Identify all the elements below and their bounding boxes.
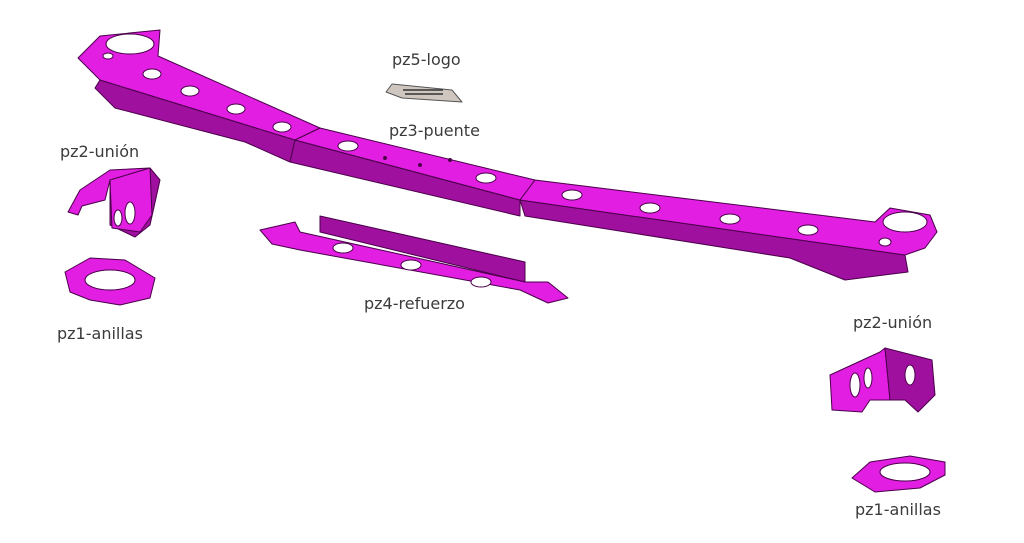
reinforcement-part xyxy=(259,215,569,304)
bridge-right-segment xyxy=(519,179,938,281)
label-rings-right: pz1-anillas xyxy=(855,500,941,519)
label-bridge: pz3-puente xyxy=(389,121,480,140)
label-union-right: pz2-unión xyxy=(853,313,933,332)
bridge-middle-segment xyxy=(289,127,536,217)
ring-plate-right xyxy=(851,455,946,493)
label-reinforcement: pz4-refuerzo xyxy=(364,294,465,313)
label-rings-left: pz1-anillas xyxy=(57,324,143,343)
logo-plate xyxy=(385,83,463,103)
label-logo: pz5-logo xyxy=(392,50,461,69)
union-bracket-left xyxy=(67,167,161,238)
union-bracket-right xyxy=(829,347,936,413)
bridge-left-segment xyxy=(77,29,321,163)
label-union-left: pz2-unión xyxy=(60,142,140,161)
ring-plate-left xyxy=(64,257,156,306)
